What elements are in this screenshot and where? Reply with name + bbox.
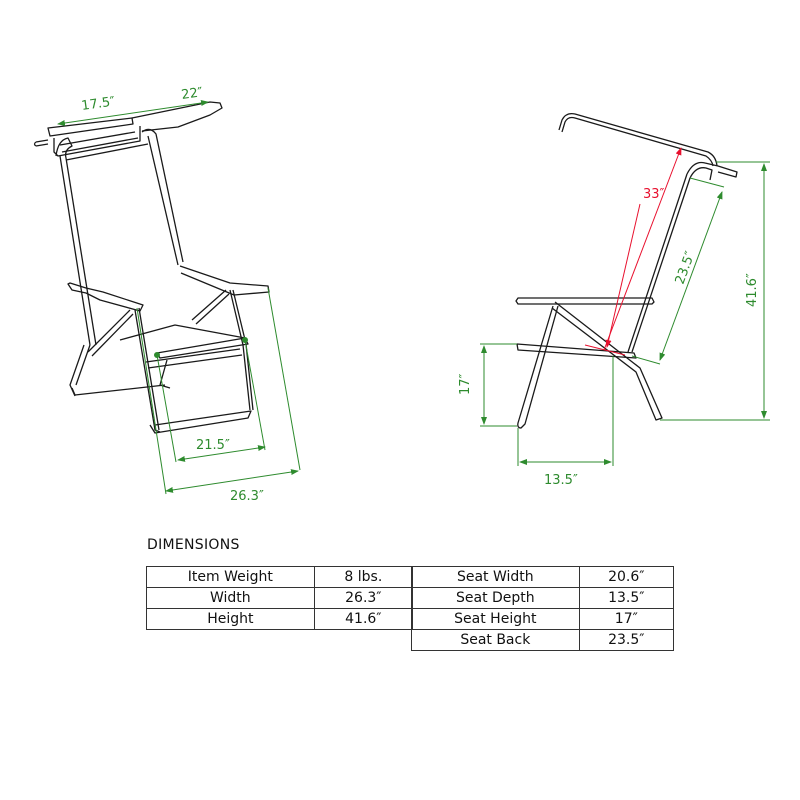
spec-value: 41.6″ <box>313 608 414 630</box>
dim-seat-width: 21.5″ <box>196 438 230 453</box>
specs-table-right: Seat Width 20.6″ Seat Depth 13.5″ Seat H… <box>411 566 675 651</box>
dim-canopy-height: 33″ <box>643 187 665 202</box>
table-row: Seat Height 17″ <box>411 608 675 630</box>
spec-label: Height <box>146 608 315 630</box>
side-view-dimensions <box>480 147 770 466</box>
table-row: Width 26.3″ <box>146 587 414 609</box>
spec-value: 20.6″ <box>578 566 675 588</box>
dim-seat-height: 17″ <box>458 373 473 395</box>
front-view-chair <box>33 101 270 434</box>
table-row: Item Weight 8 lbs. <box>146 566 414 588</box>
spec-label: Seat Back <box>411 629 580 651</box>
spec-value: 8 lbs. <box>313 566 414 588</box>
dim-overall-width: 26.3″ <box>230 489 264 504</box>
spec-value: 13.5″ <box>578 587 675 609</box>
spec-label: Seat Height <box>411 608 580 630</box>
dim-canopy-front: 17.5″ <box>80 94 116 114</box>
dim-canopy-depth: 22″ <box>180 85 203 103</box>
spec-value: 17″ <box>578 608 675 630</box>
spec-label: Item Weight <box>146 566 315 588</box>
dim-overall-height: 41.6″ <box>745 273 760 307</box>
dim-seat-depth: 13.5″ <box>544 473 578 488</box>
spec-label: Seat Depth <box>411 587 580 609</box>
spec-value: 26.3″ <box>313 587 414 609</box>
table-row: Seat Width 20.6″ <box>411 566 675 588</box>
spec-label: Width <box>146 587 315 609</box>
table-row: Seat Depth 13.5″ <box>411 587 675 609</box>
table-row: Height 41.6″ <box>146 608 414 630</box>
spec-value: 23.5″ <box>578 629 675 651</box>
specs-table-left: Item Weight 8 lbs. Width 26.3″ Height 41… <box>146 566 414 630</box>
front-view-dimensions <box>57 100 301 495</box>
spec-label: Seat Width <box>411 566 580 588</box>
side-view-chair <box>515 112 738 429</box>
table-row: Seat Back 23.5″ <box>411 629 675 651</box>
dimensions-heading: DIMENSIONS <box>147 537 240 553</box>
